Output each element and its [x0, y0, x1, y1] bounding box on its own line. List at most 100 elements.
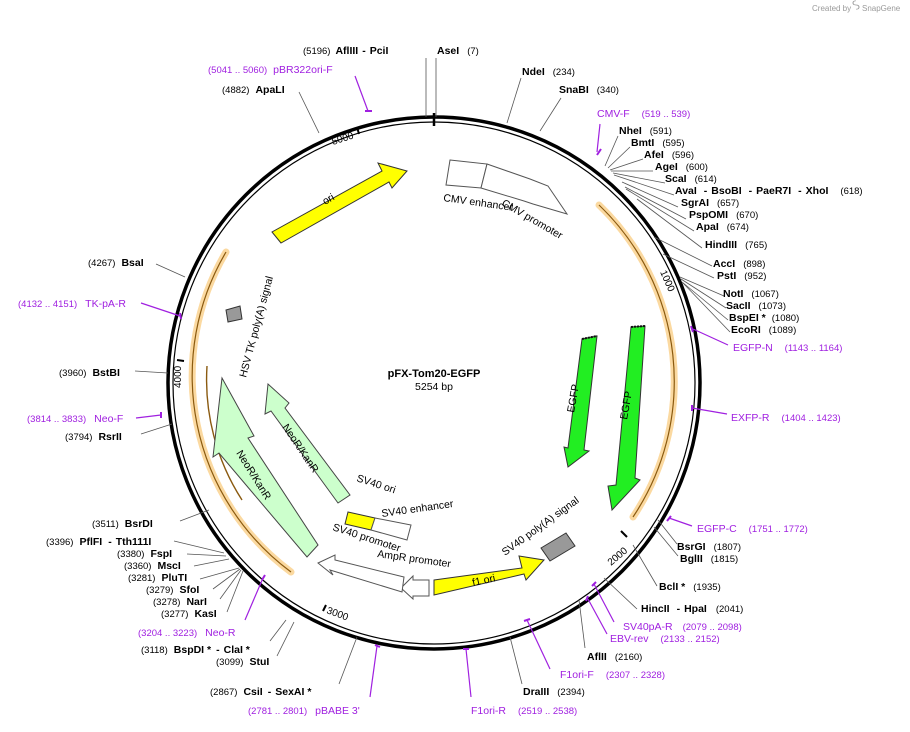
- feature-label-ampr-promoter: AmpR promoter: [377, 548, 453, 570]
- site-leaders: [134, 58, 731, 685]
- primer-marks: [135, 75, 729, 698]
- snapgene-logo-icon: [852, 0, 860, 10]
- site-notI: NotI(1067): [723, 288, 779, 300]
- primer-neo-f: (3814 .. 3833)Neo-F: [27, 413, 123, 425]
- feature-label-ori: ori: [321, 191, 337, 207]
- site-apaI: ApaI(674): [696, 221, 749, 233]
- feature-sv40-promoter: [317, 554, 405, 593]
- orf-line-egfp: [598, 204, 675, 518]
- primer-neo-r: (3204 .. 3223)Neo-R: [138, 627, 236, 639]
- feature-label-hsv-tk-polya: HSV TK poly(A) signal: [237, 275, 276, 379]
- primer-ebv-rev: EBV-rev(2133 .. 2152): [610, 633, 720, 645]
- site-pspOMI: PspOMI(670): [689, 209, 758, 221]
- tick-label-4000: 4000: [173, 365, 184, 388]
- site-bsaI: (4267)BsaI: [88, 257, 144, 269]
- tick-2000: [620, 530, 628, 538]
- site-ndeI: NdeI(234): [522, 66, 575, 78]
- feature-label-f1-ori: f1 ori: [471, 572, 496, 589]
- site-aflIII-pciI: (5196)AflIII-PciI: [303, 45, 388, 57]
- feature-egfp-inner-cap: [581, 335, 598, 340]
- feature-label-egfp-outer: EGFP: [618, 390, 635, 420]
- feature-hsv-tk-polya: [225, 305, 243, 323]
- site-pflFI-tth111I: (3396)PflFI-Tth111I: [46, 536, 151, 548]
- primer-cmv-f: CMV-F(519 .. 539): [597, 108, 690, 120]
- site-aflII: AflII(2160): [587, 651, 642, 663]
- site-rsrII: (3794)RsrII: [65, 431, 122, 443]
- site-bsrGI: BsrGI(1807): [677, 541, 741, 553]
- feature-neor-outer: [212, 376, 319, 558]
- site-bclI: BclI *(1935): [659, 581, 721, 593]
- site-fspI: (3380)FspI: [117, 548, 172, 560]
- site-csiI-sexAI: (2867)CsiI-SexAI *: [210, 686, 312, 698]
- tick-label-5000: 5000: [331, 130, 356, 147]
- restriction-sites: (5196)AflIII-PciI AseI(7) NdeI(234) SnaB…: [46, 45, 863, 698]
- feature-sv40-enhancer: [370, 517, 412, 541]
- feature-neor-inner: [264, 382, 351, 504]
- feature-label-sv40-enhancer: SV40 enhancer: [381, 498, 455, 520]
- site-sgrAI: SgrAI(657): [681, 197, 739, 209]
- site-sacII: SacII(1073): [726, 300, 786, 312]
- tick-3000: [322, 604, 327, 612]
- site-hindIII: HindIII(765): [705, 239, 767, 251]
- primer-tk-pa-r: (4132 .. 4151)TK-pA-R: [18, 298, 126, 310]
- site-aseI: AseI(7): [437, 45, 479, 57]
- site-scaI: ScaI(614): [665, 173, 717, 185]
- site-bspDI-claI: (3118)BspDI *-ClaI *: [141, 644, 251, 656]
- site-stuI: (3099)StuI: [216, 656, 269, 668]
- orf-line-neor-inner: [205, 365, 243, 501]
- site-ecoRI: EcoRI(1089): [731, 324, 796, 336]
- primer-egfp-c: EGFP-C(1751 .. 1772): [697, 523, 808, 535]
- site-draIII: DraIII(2394): [523, 686, 585, 698]
- plasmid-size: 5254 bp: [415, 381, 453, 393]
- orf-highlights: [188, 201, 678, 576]
- feature-label-egfp-inner: EGFP: [565, 383, 582, 413]
- site-sfoI: (3279)SfoI: [146, 584, 199, 596]
- primer-f1ori-f: F1ori-F(2307 .. 2328): [560, 669, 665, 681]
- feature-label-sv40-ori: SV40 ori: [355, 472, 397, 496]
- feature-egfp-outer: [607, 325, 646, 512]
- feature-cmv-enhancer: [445, 159, 488, 189]
- primer-exfp-r: EXFP-R(1404 .. 1423): [731, 412, 841, 424]
- feature-sv40-polya: [540, 532, 576, 562]
- plasmid-name: pFX-Tom20-EGFP: [388, 368, 481, 380]
- snapgene-credit: Created by SnapGene: [812, 0, 901, 13]
- site-bglII: BglII(1815): [680, 553, 738, 565]
- site-afeI: AfeI(596): [644, 149, 694, 161]
- orf-line-neor: [191, 251, 292, 573]
- credit-brand: SnapGene: [862, 4, 901, 13]
- feature-ori: [271, 162, 408, 244]
- site-nheI: NheI(591): [619, 125, 672, 137]
- site-snabI: SnaBI(340): [559, 84, 619, 96]
- credit-created-by: Created by: [812, 4, 851, 13]
- site-narI: (3278)NarI: [153, 596, 207, 608]
- primer-f1ori-r: F1ori-R(2519 .. 2538): [471, 705, 577, 717]
- site-bsrDI: (3511)BsrDI: [92, 518, 153, 530]
- site-mscI: (3360)MscI: [124, 560, 181, 572]
- site-pstI: PstI(952): [717, 270, 766, 282]
- site-avaI-group: AvaI-BsoBI-PaeR7I-XhoI(618): [675, 185, 863, 197]
- tick-4000: [176, 359, 185, 362]
- site-ageI: AgeI(600): [655, 161, 708, 173]
- site-kasI: (3277)KasI: [161, 608, 217, 620]
- tick-5000: [356, 126, 360, 135]
- site-pluTI: (3281)PluTI: [128, 572, 187, 584]
- primer-egfp-n: EGFP-N(1143 .. 1164): [733, 342, 842, 354]
- site-apaLI: (4882)ApaLI: [222, 84, 285, 96]
- site-accI: AccI(898): [713, 258, 765, 270]
- primer-sv40pa-r: SV40pA-R(2079 .. 2098): [623, 621, 742, 633]
- tick-label-3000: 3000: [325, 605, 350, 623]
- feature-egfp-outer-cap: [630, 325, 646, 328]
- site-bstBI: (3960)BstBI: [59, 367, 120, 379]
- primer-pbabe-3: (2781 .. 2801)pBABE 3': [248, 705, 360, 717]
- site-hincII-hpaI: HincII-HpaI(2041): [641, 603, 743, 615]
- feature-f1-ori: [433, 555, 545, 596]
- primers: (5041 .. 5060)pBR322ori-F CMV-F(519 .. 5…: [18, 64, 842, 717]
- primer-pbr322ori-f: (5041 .. 5060)pBR322ori-F: [208, 64, 333, 76]
- feature-cmv-promoter: [480, 163, 569, 215]
- feature-egfp-inner: [563, 335, 598, 468]
- site-bmtI: BmtI(595): [631, 137, 685, 149]
- features: CMV enhancer CMV promoter EGFP EGFP SV40…: [212, 159, 646, 601]
- site-bspEI: BspEI *(1080): [729, 312, 799, 324]
